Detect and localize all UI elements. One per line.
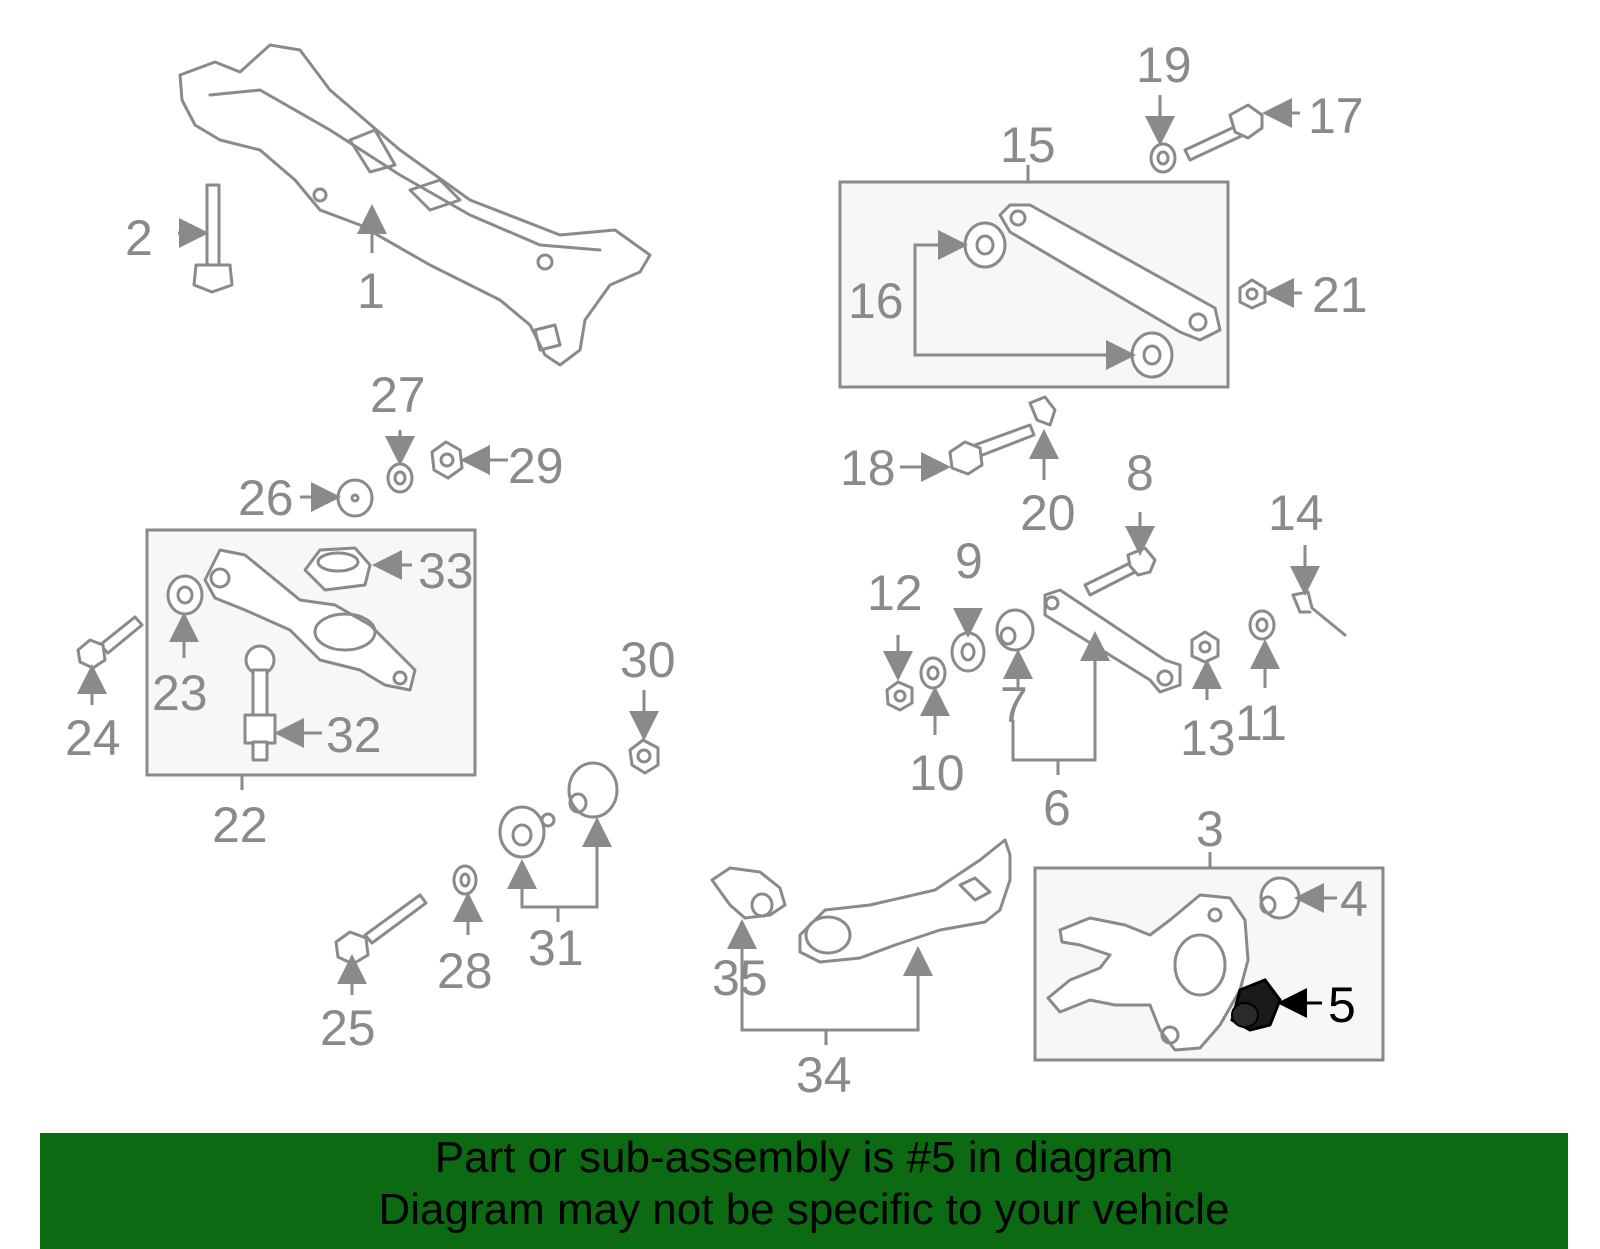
callout-22: 22 — [212, 797, 268, 853]
nut-part-30 — [628, 738, 660, 775]
pin-part-14 — [1291, 590, 1347, 637]
callout-12: 12 — [867, 565, 923, 621]
parts-diagram: 1 2 3 4 5 6 7 8 9 10 11 12 13 14 15 16 1… — [65, 37, 1385, 1103]
washer-part-28 — [452, 864, 478, 896]
callout-35: 35 — [712, 950, 768, 1006]
callout-1: 1 — [357, 263, 385, 319]
washer-part-10 — [919, 656, 947, 690]
callout-21: 21 — [1312, 267, 1368, 323]
spring-seat-part-33 — [303, 546, 372, 592]
washer-part-11 — [1248, 609, 1276, 641]
callout-29: 29 — [508, 438, 564, 494]
callout-9: 9 — [955, 533, 983, 589]
callout-28: 28 — [437, 943, 493, 999]
callout-6: 6 — [1043, 780, 1071, 836]
callout-8: 8 — [1126, 445, 1154, 501]
callout-2: 2 — [125, 210, 153, 266]
callout-10: 10 — [909, 745, 965, 801]
info-banner: Part or sub-assembly is #5 in diagram Di… — [40, 1133, 1568, 1249]
callout-33: 33 — [418, 543, 474, 599]
nut-part-13 — [1190, 630, 1220, 664]
banner-line-2: Diagram may not be specific to your vehi… — [378, 1185, 1230, 1234]
knuckle-part — [1046, 893, 1250, 1052]
callout-26: 26 — [238, 470, 294, 526]
bushing-part-16a — [963, 221, 1007, 269]
callout-32: 32 — [326, 707, 382, 763]
washer-part-19 — [1149, 142, 1177, 174]
toe-arm-part — [1043, 588, 1182, 694]
banner-line-1: Part or sub-assembly is #5 in diagram — [434, 1133, 1174, 1182]
bolt-part-17 — [1183, 103, 1264, 162]
bolt-part-25 — [334, 893, 428, 966]
leader-lines — [77, 95, 1337, 1045]
callout-25: 25 — [320, 1000, 376, 1056]
bushing-part-35 — [710, 866, 787, 920]
callout-19: 19 — [1136, 37, 1192, 93]
bolt-part-2 — [192, 183, 234, 294]
trailing-arm-part — [798, 838, 1012, 964]
callout-7: 7 — [1000, 677, 1028, 733]
callout-5: 5 — [1328, 977, 1356, 1033]
callout-14: 14 — [1268, 485, 1324, 541]
washer-part-26 — [336, 478, 374, 518]
callout-31: 31 — [528, 920, 584, 976]
nut-part-21 — [1238, 278, 1267, 310]
callout-20: 20 — [1020, 485, 1076, 541]
bushing-part-7 — [995, 608, 1035, 652]
washer-part-9 — [950, 631, 986, 673]
callout-16: 16 — [848, 273, 904, 329]
callout-18: 18 — [840, 440, 896, 496]
bolt-part-18 — [948, 423, 1036, 476]
bolt-part-24 — [76, 615, 144, 670]
callout-4: 4 — [1340, 871, 1368, 927]
clip-part-20 — [1028, 395, 1057, 427]
bushing-part-31b — [498, 805, 556, 859]
callout-11: 11 — [1235, 695, 1287, 751]
callout-15: 15 — [1000, 117, 1056, 173]
callout-17: 17 — [1308, 88, 1364, 144]
nut-part-12 — [885, 680, 914, 712]
washer-part-27 — [386, 462, 414, 494]
callout-13: 13 — [1180, 710, 1236, 766]
lower-arm-part — [203, 548, 417, 692]
upper-arm-part — [998, 203, 1222, 342]
bushing-part-23 — [166, 574, 204, 616]
bolt-part-8 — [1083, 546, 1157, 597]
nut-part-29 — [430, 440, 464, 480]
callout-24: 24 — [65, 710, 121, 766]
bushing-part-5-highlighted — [1230, 978, 1282, 1032]
callout-34: 34 — [796, 1047, 852, 1103]
callout-3: 3 — [1196, 801, 1224, 857]
stabilizer-link-part-32 — [243, 644, 277, 762]
bushing-part-16b — [1130, 331, 1174, 379]
callout-30: 30 — [620, 632, 676, 688]
callout-27: 27 — [370, 367, 426, 423]
crossmember-part — [178, 43, 652, 367]
callout-23: 23 — [152, 665, 208, 721]
bushing-part-31a — [567, 761, 619, 819]
bushing-part-4 — [1259, 876, 1301, 920]
